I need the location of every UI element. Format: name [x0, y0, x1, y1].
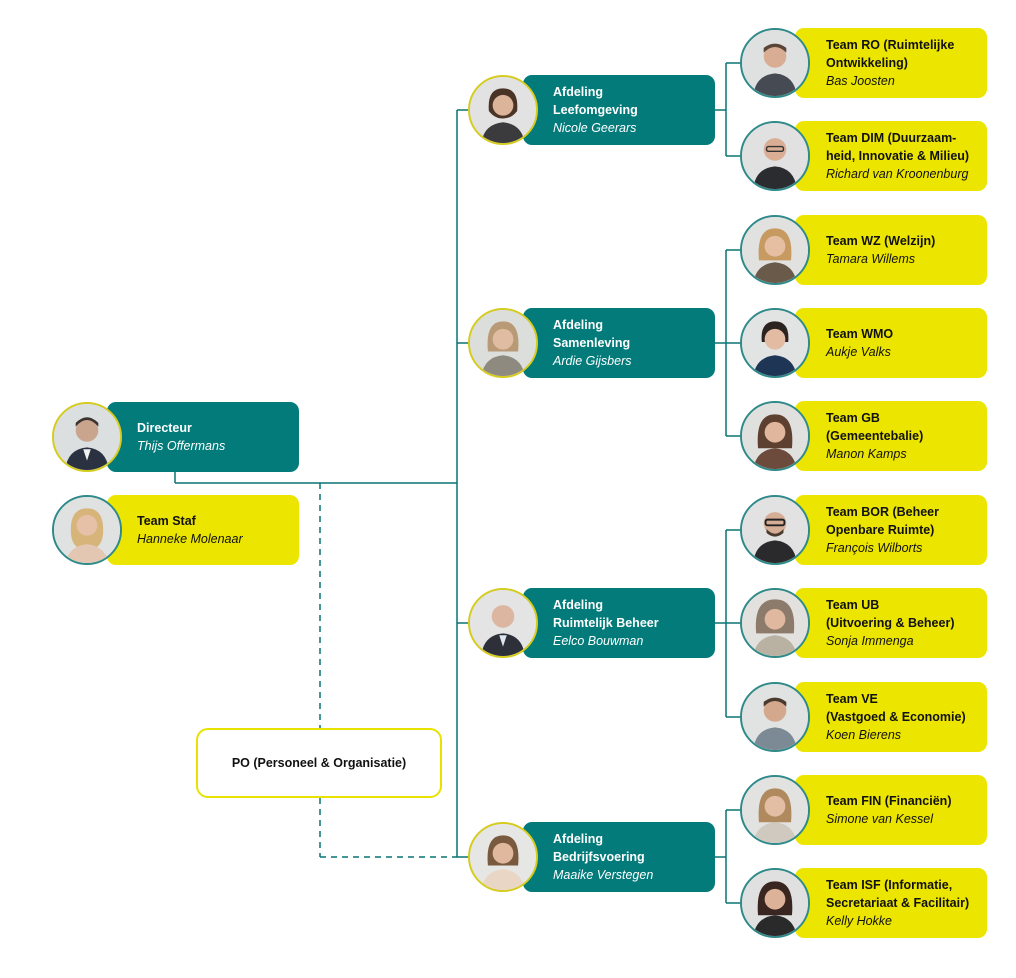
- node-team-bor[interactable]: Team BOR (Beheer Openbare Ruimte) Franço…: [740, 495, 987, 565]
- node-box: Team BOR (Beheer Openbare Ruimte) Franço…: [795, 495, 987, 565]
- node-box: Team ISF (Informatie, Secretariaat & Fac…: [795, 868, 987, 938]
- node-po[interactable]: PO (Personeel & Organisatie): [196, 728, 442, 798]
- node-box: Team GB (Gemeentebalie) Manon Kamps: [795, 401, 987, 471]
- node-title: Afdeling Leefomgeving: [553, 85, 638, 117]
- node-box: Directeur Thijs Offermans: [107, 402, 299, 472]
- node-team-ve[interactable]: Team VE (Vastgoed & Economie) Koen Biere…: [740, 682, 987, 752]
- node-box: Team Staf Hanneke Molenaar: [107, 495, 299, 565]
- node-person: Kelly Hokke: [826, 914, 892, 928]
- person-avatar: [740, 308, 810, 378]
- node-title: Afdeling Ruimtelijk Beheer: [553, 598, 659, 630]
- node-directeur[interactable]: Directeur Thijs Offermans: [52, 402, 299, 472]
- node-box: Team RO (Ruimtelijke Ontwikkeling) Bas J…: [795, 28, 987, 98]
- node-title: Directeur: [137, 421, 192, 435]
- person-avatar: [52, 402, 122, 472]
- node-title: Afdeling Bedrijfsvoering: [553, 832, 645, 864]
- node-box: Afdeling Samenleving Ardie Gijsbers: [523, 308, 715, 378]
- node-person: François Wilborts: [826, 541, 923, 555]
- node-person: Tamara Willems: [826, 252, 916, 266]
- person-avatar: [740, 401, 810, 471]
- person-avatar: [740, 495, 810, 565]
- person-avatar: [740, 121, 810, 191]
- node-title: Team VE (Vastgoed & Economie): [826, 692, 966, 724]
- node-team-gb[interactable]: Team GB (Gemeentebalie) Manon Kamps: [740, 401, 987, 471]
- node-title: Team GB (Gemeentebalie): [826, 411, 924, 443]
- node-team-ro[interactable]: Team RO (Ruimtelijke Ontwikkeling) Bas J…: [740, 28, 987, 98]
- person-avatar: [468, 308, 538, 378]
- node-team-dim[interactable]: Team DIM (Duurzaam- heid, Innovatie & Mi…: [740, 121, 987, 191]
- node-person: Thijs Offermans: [137, 439, 226, 453]
- person-avatar: [740, 28, 810, 98]
- node-box: Team WMO Aukje Valks: [795, 308, 987, 378]
- person-avatar: [468, 588, 538, 658]
- node-person: Aukje Valks: [826, 345, 891, 359]
- node-box: Afdeling Ruimtelijk Beheer Eelco Bouwman: [523, 588, 715, 658]
- node-person: Hanneke Molenaar: [137, 532, 243, 546]
- node-title: Team ISF (Informatie, Secretariaat & Fac…: [826, 878, 970, 910]
- node-box: Team WZ (Welzijn) Tamara Willems: [795, 215, 987, 285]
- node-title: Team RO (Ruimtelijke Ontwikkeling): [826, 38, 955, 70]
- node-person: Maaike Verstegen: [553, 868, 654, 882]
- node-box: Team UB (Uitvoering & Beheer) Sonja Imme…: [795, 588, 987, 658]
- node-team-isf[interactable]: Team ISF (Informatie, Secretariaat & Fac…: [740, 868, 987, 938]
- node-person: Bas Joosten: [826, 74, 895, 88]
- person-avatar: [740, 775, 810, 845]
- node-title: Team WZ (Welzijn): [826, 234, 936, 248]
- node-box: Team DIM (Duurzaam- heid, Innovatie & Mi…: [795, 121, 987, 191]
- node-box: Team VE (Vastgoed & Economie) Koen Biere…: [795, 682, 987, 752]
- node-person: Manon Kamps: [826, 447, 907, 461]
- node-person: Sonja Immenga: [826, 634, 914, 648]
- node-afdeling-samenleving[interactable]: Afdeling Samenleving Ardie Gijsbers: [468, 308, 715, 378]
- node-person: Richard van Kroonenburg: [826, 167, 969, 181]
- node-team-wmo[interactable]: Team WMO Aukje Valks: [740, 308, 987, 378]
- node-team-staf[interactable]: Team Staf Hanneke Molenaar: [52, 495, 299, 565]
- node-person: Nicole Geerars: [553, 121, 637, 135]
- node-afdeling-leefomgeving[interactable]: Afdeling Leefomgeving Nicole Geerars: [468, 75, 715, 145]
- node-team-wz[interactable]: Team WZ (Welzijn) Tamara Willems: [740, 215, 987, 285]
- node-afdeling-bedrijfsvoering[interactable]: Afdeling Bedrijfsvoering Maaike Verstege…: [468, 822, 715, 892]
- node-box: Team FIN (Financiën) Simone van Kessel: [795, 775, 987, 845]
- node-afdeling-ruimtelijk-beheer[interactable]: Afdeling Ruimtelijk Beheer Eelco Bouwman: [468, 588, 715, 658]
- person-avatar: [740, 215, 810, 285]
- node-box: Afdeling Bedrijfsvoering Maaike Verstege…: [523, 822, 715, 892]
- person-avatar: [740, 868, 810, 938]
- node-person: Koen Bierens: [826, 728, 902, 742]
- node-title: Team UB (Uitvoering & Beheer): [826, 598, 955, 630]
- node-title: Team BOR (Beheer Openbare Ruimte): [826, 505, 939, 537]
- node-team-fin[interactable]: Team FIN (Financiën) Simone van Kessel: [740, 775, 987, 845]
- node-box: Afdeling Leefomgeving Nicole Geerars: [523, 75, 715, 145]
- node-title: Team WMO: [826, 327, 894, 341]
- person-avatar: [740, 682, 810, 752]
- node-team-ub[interactable]: Team UB (Uitvoering & Beheer) Sonja Imme…: [740, 588, 987, 658]
- person-avatar: [52, 495, 122, 565]
- node-title: Team DIM (Duurzaam- heid, Innovatie & Mi…: [826, 131, 970, 163]
- node-person: Ardie Gijsbers: [553, 354, 632, 368]
- person-avatar: [468, 75, 538, 145]
- node-person: Eelco Bouwman: [553, 634, 644, 648]
- person-avatar: [740, 588, 810, 658]
- node-title: Afdeling Samenleving: [553, 318, 631, 350]
- node-person: Simone van Kessel: [826, 812, 934, 826]
- node-title: PO (Personeel & Organisatie): [231, 756, 407, 770]
- person-avatar: [468, 822, 538, 892]
- node-title: Team Staf: [137, 514, 196, 528]
- node-title: Team FIN (Financiën): [826, 794, 952, 808]
